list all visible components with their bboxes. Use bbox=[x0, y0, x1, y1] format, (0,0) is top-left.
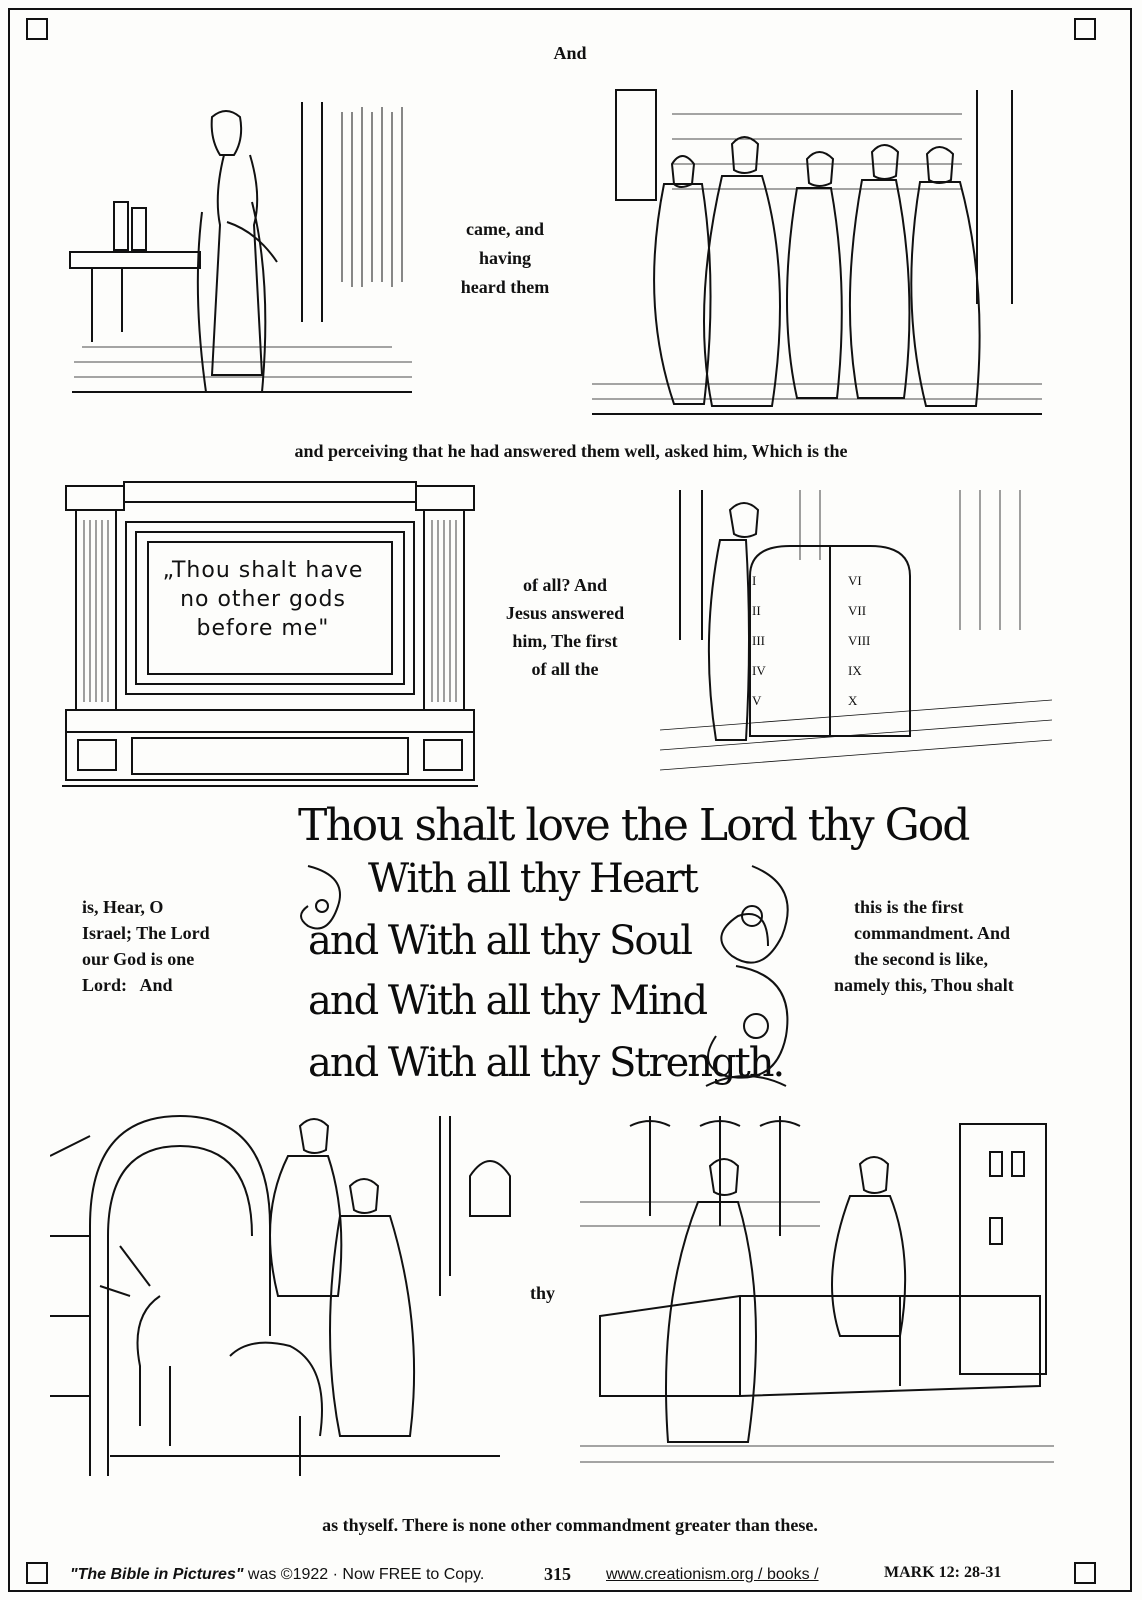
text-of-all-the: of all the bbox=[531, 659, 599, 679]
great-commandment-calligraphy: Thou shalt love the Lord thy God With al… bbox=[298, 800, 970, 1120]
corner-ornament-bl bbox=[26, 1562, 48, 1584]
text-and-top: And bbox=[553, 43, 587, 63]
numeral: VIII bbox=[848, 633, 871, 648]
scripture-reference: MARK 12: 28-31 bbox=[884, 1564, 1002, 1581]
illustration-ten-commandments bbox=[660, 480, 1052, 790]
illustration-disputing-group bbox=[582, 84, 1052, 424]
numeral: IX bbox=[848, 663, 862, 678]
corner-ornament-br bbox=[1074, 1562, 1096, 1584]
calligraphy-line-1: Thou shalt love the Lord thy God bbox=[298, 800, 970, 851]
text-this-is-the-first: this is the first bbox=[854, 897, 964, 917]
inscription-line-1: „Thou shalt have bbox=[162, 558, 364, 583]
illustration-inscription-monument bbox=[62, 470, 478, 800]
text-lord-and: Lord: And bbox=[82, 975, 173, 995]
text-thy: thy bbox=[530, 1283, 556, 1303]
numeral: III bbox=[752, 633, 765, 648]
text-namely-this: namely this, Thou shalt bbox=[834, 975, 1014, 995]
inscription-line-3: before me" bbox=[196, 616, 330, 641]
numeral: VI bbox=[848, 573, 862, 588]
footer-book-title: "The Bible in Pictures" bbox=[70, 1566, 244, 1583]
calligraphy-line-3: and With all thy Soul bbox=[308, 918, 693, 964]
flourish-ornament bbox=[705, 865, 789, 1087]
numeral: X bbox=[848, 693, 858, 708]
text-as-thyself: as thyself. There is none other commandm… bbox=[322, 1515, 818, 1535]
illustration-neighbors-conversing bbox=[580, 1106, 1054, 1482]
illustration-good-samaritan bbox=[50, 1096, 520, 1476]
numeral: IV bbox=[752, 663, 766, 678]
text-came-and: came, and bbox=[466, 219, 544, 239]
illustration-scribe bbox=[62, 92, 420, 422]
corner-ornament-tl bbox=[26, 18, 48, 40]
footer-url-link[interactable]: www.creationism.org / books / bbox=[606, 1566, 819, 1583]
inscription-line-2: no other gods bbox=[180, 587, 346, 612]
footer-copyright: was ©1922 · Now FREE to Copy. bbox=[243, 1566, 485, 1583]
text-commandment-and: commandment. And bbox=[854, 923, 1011, 943]
text-is-hear-o: is, Hear, O bbox=[82, 897, 164, 917]
flourish-ornament-left bbox=[300, 865, 341, 930]
tablet-numerals-right: VI VII VIII IX X bbox=[848, 566, 920, 716]
text-having: having bbox=[478, 248, 532, 268]
text-heard-them: heard them bbox=[460, 277, 550, 297]
tablet-numerals-left: I II III IV V bbox=[752, 566, 824, 716]
text-him-the-first: him, The first bbox=[512, 631, 618, 651]
calligraphy-line-5: and With all thy Strength. bbox=[308, 1040, 785, 1086]
calligraphy-line-4: and With all thy Mind bbox=[308, 978, 708, 1024]
text-jesus-answered: Jesus answered bbox=[505, 603, 625, 623]
page-number: 315 bbox=[544, 1564, 571, 1584]
text-second-is-like: the second is like, bbox=[854, 949, 989, 969]
numeral: II bbox=[752, 603, 761, 618]
text-of-all-and: of all? And bbox=[522, 575, 608, 595]
text-israel-the-lord: Israel; The Lord bbox=[82, 923, 210, 943]
page-footer: "The Bible in Pictures" was ©1922 · Now … bbox=[0, 1564, 1142, 1594]
page-border bbox=[8, 8, 1132, 1592]
footer-credit: "The Bible in Pictures" was ©1922 · Now … bbox=[70, 1566, 484, 1584]
corner-ornament-tr bbox=[1074, 18, 1096, 40]
calligraphy-line-2: With all thy Heart bbox=[368, 856, 699, 902]
numeral: VII bbox=[848, 603, 867, 618]
inscription-quote: „Thou shalt have no other gods before me… bbox=[150, 556, 376, 643]
text-our-god-is-one: our God is one bbox=[82, 949, 195, 969]
numeral: V bbox=[752, 693, 762, 708]
text-perceiving: and perceiving that he had answered them… bbox=[294, 441, 848, 461]
numeral: I bbox=[752, 573, 757, 588]
